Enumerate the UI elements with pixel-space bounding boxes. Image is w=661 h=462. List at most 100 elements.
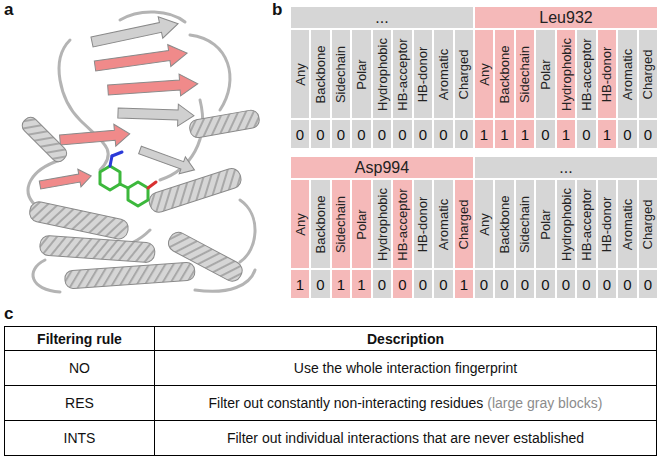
fingerprint-cell: 0 bbox=[433, 119, 454, 149]
interaction-type: Charged bbox=[641, 49, 656, 99]
fingerprint-cell: 0 bbox=[372, 269, 392, 299]
table-header-cell: Description bbox=[154, 326, 657, 351]
fingerprint-cell: 1 bbox=[515, 119, 535, 149]
fingerprint-bit: 0 bbox=[521, 276, 529, 293]
interaction-type: HB-acceptor bbox=[395, 38, 410, 110]
interaction-type-cell: HB-acceptor bbox=[392, 179, 413, 269]
description-cell: Use the whole interaction fingerprint bbox=[154, 350, 657, 386]
interaction-type: HB-donor bbox=[600, 46, 615, 102]
interaction-type: HB-acceptor bbox=[579, 188, 594, 260]
interaction-type: Hydrophobic bbox=[559, 38, 574, 111]
fingerprint-bit: 1 bbox=[500, 126, 508, 143]
residue-name: Asp994 bbox=[355, 159, 409, 177]
fingerprint-cell: 0 bbox=[290, 119, 310, 149]
fingerprint-bit: 0 bbox=[582, 276, 590, 293]
fingerprint-cell: 1 bbox=[351, 269, 372, 299]
interaction-type: Aromatic bbox=[620, 198, 635, 249]
interaction-type-cell: Aromatic bbox=[617, 179, 638, 269]
fingerprint-bit: 1 bbox=[357, 276, 365, 293]
description-cell: Filter out individual interactions that … bbox=[154, 420, 657, 456]
interaction-type-cell: HB-donor bbox=[413, 29, 433, 119]
interaction-type-cell: Backbone bbox=[310, 179, 331, 269]
fingerprint-bit: 1 bbox=[337, 276, 345, 293]
fingerprint-bit: 0 bbox=[623, 126, 631, 143]
interaction-type-cell: Hydrophobic bbox=[556, 179, 576, 269]
interaction-type-cell: Charged bbox=[454, 179, 474, 269]
residue-name: ... bbox=[375, 9, 388, 27]
fingerprint-cell: 0 bbox=[454, 119, 474, 149]
fingerprint-bit: 0 bbox=[316, 276, 324, 293]
fingerprint-cell: 0 bbox=[310, 269, 331, 299]
interaction-type-cell: Polar bbox=[535, 179, 556, 269]
fingerprint-cell: 0 bbox=[617, 269, 638, 299]
fingerprint-bit: 0 bbox=[500, 276, 508, 293]
fingerprint-bit: 0 bbox=[296, 126, 304, 143]
residue-header: Leu932 bbox=[474, 6, 658, 29]
interaction-type: Sidechain bbox=[518, 195, 533, 252]
fingerprint-bit: 0 bbox=[357, 126, 365, 143]
interaction-type: Polar bbox=[354, 209, 369, 239]
interaction-type: Polar bbox=[538, 209, 553, 239]
fingerprint-cell: 0 bbox=[372, 119, 392, 149]
interaction-type: Sidechain bbox=[334, 45, 349, 102]
fingerprint-cell: 0 bbox=[556, 269, 576, 299]
fingerprint-bit: 0 bbox=[623, 276, 631, 293]
rule-cell: NO bbox=[4, 350, 155, 386]
interaction-type-cell: Aromatic bbox=[433, 179, 454, 269]
fingerprint-bit: 1 bbox=[296, 276, 304, 293]
fingerprint-bit: 0 bbox=[398, 126, 406, 143]
interaction-type-cell: HB-acceptor bbox=[576, 29, 597, 119]
interaction-type: Sidechain bbox=[334, 195, 349, 252]
interaction-type-cell: Hydrophobic bbox=[372, 29, 392, 119]
fingerprint-bit: 0 bbox=[582, 126, 590, 143]
rule-cell: INTS bbox=[4, 420, 155, 456]
interaction-type: Polar bbox=[354, 59, 369, 89]
panel-letter: b bbox=[272, 0, 290, 22]
interaction-type-cell: Any bbox=[290, 29, 310, 119]
interaction-type: Hydrophobic bbox=[559, 188, 574, 261]
fingerprint-bit: 0 bbox=[439, 276, 447, 293]
interaction-type: Backbone bbox=[313, 195, 328, 253]
rule-name: NO bbox=[69, 360, 90, 376]
fingerprint-cell: 0 bbox=[494, 269, 515, 299]
fingerprint-cell: 0 bbox=[535, 119, 556, 149]
interaction-type: Backbone bbox=[313, 45, 328, 103]
column-heading: Description bbox=[367, 331, 444, 347]
fingerprint-cell: 1 bbox=[454, 269, 474, 299]
interaction-type: HB-donor bbox=[600, 196, 615, 252]
fingerprint-cell: 0 bbox=[576, 119, 597, 149]
interaction-type-cell: HB-donor bbox=[597, 179, 617, 269]
interaction-type: Any bbox=[477, 213, 492, 235]
panel-letter: c bbox=[4, 304, 13, 323]
fingerprint-cell: 1 bbox=[494, 119, 515, 149]
interaction-type: Hydrophobic bbox=[375, 188, 390, 261]
rule-name: INTS bbox=[64, 430, 96, 446]
interaction-type: Charged bbox=[457, 49, 472, 99]
fingerprint-cell: 0 bbox=[474, 269, 494, 299]
rule-description: Filter out constantly non-interacting re… bbox=[209, 395, 484, 411]
interaction-type-cell: Any bbox=[290, 179, 310, 269]
fingerprint-bit: 1 bbox=[603, 126, 611, 143]
table-header-cell: Filtering rule bbox=[4, 326, 155, 351]
interaction-type: Polar bbox=[538, 59, 553, 89]
interaction-type: HB-acceptor bbox=[395, 188, 410, 260]
interaction-type: Hydrophobic bbox=[375, 38, 390, 111]
fingerprint-cell: 0 bbox=[617, 119, 638, 149]
residue-header: Asp994 bbox=[290, 156, 474, 179]
fingerprint-bit: 0 bbox=[419, 276, 427, 293]
interaction-type: HB-acceptor bbox=[579, 38, 594, 110]
fingerprint-cell: 0 bbox=[413, 269, 433, 299]
interaction-type: Charged bbox=[641, 199, 656, 249]
interaction-type-cell: Sidechain bbox=[331, 179, 351, 269]
fingerprint-bit: 0 bbox=[644, 276, 652, 293]
interaction-type-cell: HB-donor bbox=[413, 179, 433, 269]
interaction-type-cell: Any bbox=[474, 179, 494, 269]
rule-description: (large gray blocks) bbox=[487, 395, 602, 411]
column-heading: Filtering rule bbox=[37, 331, 122, 347]
interaction-type-cell: Charged bbox=[638, 29, 658, 119]
interaction-type: Any bbox=[293, 63, 308, 85]
interaction-type: Any bbox=[477, 63, 492, 85]
fingerprint-bit: 0 bbox=[603, 276, 611, 293]
residue-name: ... bbox=[559, 159, 572, 177]
